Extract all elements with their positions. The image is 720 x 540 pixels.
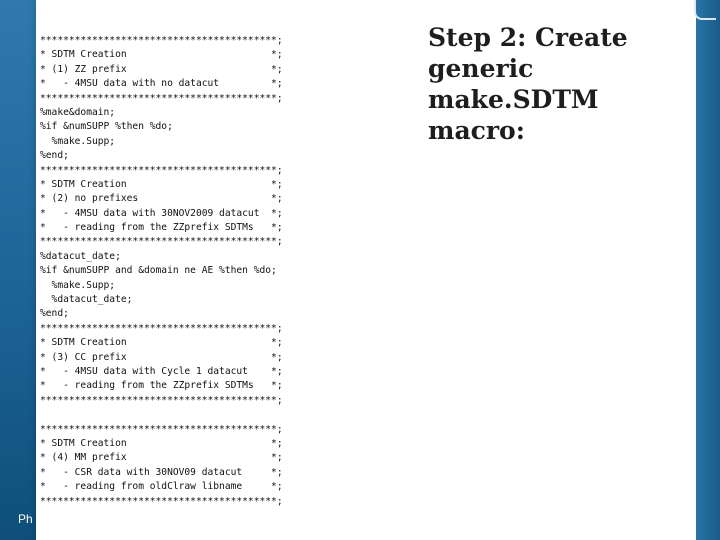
code-line: * (2) no prefixes *; <box>40 193 283 205</box>
code-line: ****************************************… <box>40 164 283 176</box>
code-line <box>40 408 420 422</box>
code-line: * - reading from the ZZprefix SDTMs *; <box>40 222 283 234</box>
code-line: ****************************************… <box>40 92 283 104</box>
code-line: * - reading from the ZZprefix SDTMs *; <box>40 380 283 392</box>
code-line: * - 4MSU data with no datacut *; <box>40 78 283 90</box>
slide-title: Step 2: Create generic make.SDTM macro: <box>428 23 628 145</box>
code-line: %if &numSUPP and &domain ne AE %then %do… <box>40 265 277 277</box>
code-line: %end; <box>40 308 69 320</box>
code-line: * (4) MM prefix *; <box>40 452 283 464</box>
footer-text: Ph <box>18 512 33 526</box>
code-line: * (3) CC prefix *; <box>40 351 283 363</box>
right-accent-stripe <box>696 0 720 540</box>
code-line: * (1) ZZ prefix *; <box>40 63 283 75</box>
code-line: * - CSR data with 30NOV09 datacut *; <box>40 466 283 478</box>
code-line: %if &numSUPP %then %do; <box>40 121 173 133</box>
code-line: %make.Supp; <box>40 135 116 147</box>
code-line: * SDTM Creation *; <box>40 437 283 449</box>
code-line: ****************************************… <box>40 35 283 46</box>
code-line: * - 4MSU data with 30NOV2009 datacut *; <box>40 207 283 219</box>
code-line: %end; <box>40 150 69 162</box>
code-line: * SDTM Creation *; <box>40 337 283 349</box>
code-line: ****************************************… <box>40 236 283 248</box>
code-block: ****************************************… <box>40 34 420 509</box>
code-line: * SDTM Creation *; <box>40 49 283 61</box>
corner-decoration <box>694 0 716 20</box>
code-line: ****************************************… <box>40 394 283 406</box>
code-line: %datacut_date; <box>40 250 121 262</box>
code-line: ****************************************… <box>40 423 283 435</box>
code-line: * - reading from oldClraw libname *; <box>40 481 283 493</box>
code-line: %make.Supp; <box>40 279 116 291</box>
code-line: * - 4MSU data with Cycle 1 datacut *; <box>40 365 283 377</box>
code-line: * SDTM Creation *; <box>40 178 283 190</box>
slide-canvas <box>36 0 696 540</box>
code-line: ****************************************… <box>40 322 283 334</box>
code-line: ****************************************… <box>40 495 283 507</box>
code-line: %make&domain; <box>40 106 116 118</box>
code-line: %datacut_date; <box>40 294 133 306</box>
